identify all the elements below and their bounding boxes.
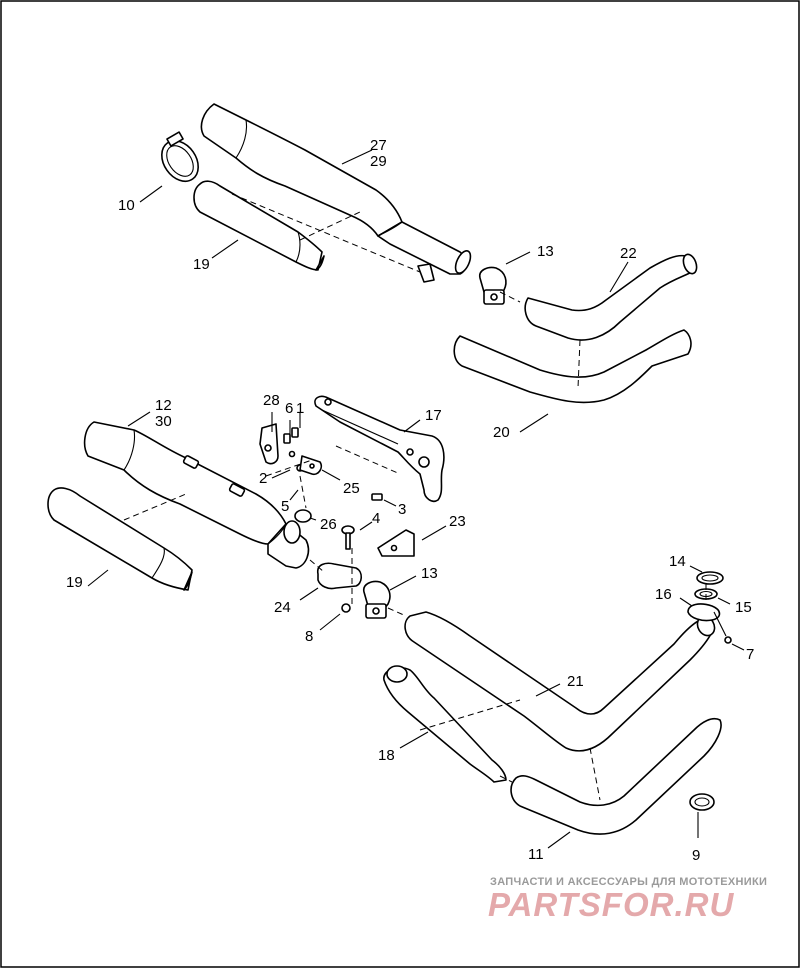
label-10: 10: [118, 197, 135, 214]
label-13-upper: 13: [537, 243, 554, 260]
label-18: 18: [378, 747, 395, 764]
label-13-lower: 13: [421, 565, 438, 582]
label-19-upper: 19: [193, 256, 210, 273]
label-24: 24: [274, 599, 291, 616]
header-pipe-lower: [404, 611, 716, 752]
label-14: 14: [669, 553, 686, 570]
label-4: 4: [372, 510, 380, 527]
small-bracket-hardware: [259, 423, 383, 501]
heat-shield-upper: [453, 329, 692, 404]
hose-clamp: [161, 131, 199, 183]
label-7: 7: [746, 646, 754, 663]
label-6: 6: [285, 400, 293, 417]
grommet-bolt: [294, 509, 355, 550]
watermark: ЗАПЧАСТИ И АКСЕССУАРЫ ДЛЯ МОТОТЕХНИКИ PA…: [488, 876, 767, 923]
label-26: 26: [320, 516, 337, 533]
lower-muffler: [83, 421, 310, 569]
label-12: 12: [155, 397, 172, 414]
label-29: 29: [370, 153, 387, 170]
lower-clamp: [362, 580, 391, 619]
watermark-logo: PARTSFOR.RU: [488, 886, 734, 923]
upper-clamp: [478, 266, 507, 305]
label-23: 23: [449, 513, 466, 530]
label-25: 25: [343, 480, 360, 497]
label-30: 30: [155, 413, 172, 430]
label-5: 5: [281, 498, 289, 515]
gasket-parts: [687, 571, 732, 644]
heat-shield-lower: [510, 717, 722, 835]
label-9: 9: [692, 847, 700, 864]
label-19-lower: 19: [66, 574, 83, 591]
upper-heat-shield: [193, 180, 325, 271]
clamp-24: [316, 562, 363, 613]
label-11: 11: [528, 846, 544, 863]
label-2: 2: [259, 470, 267, 487]
label-28: 28: [263, 392, 280, 409]
label-22: 22: [620, 245, 637, 262]
label-16: 16: [655, 586, 672, 603]
clamp-9: [689, 793, 715, 811]
label-8: 8: [305, 628, 313, 645]
label-20: 20: [493, 424, 510, 441]
saddlebag-bracket: [314, 395, 445, 503]
lower-heat-shield: [47, 487, 193, 591]
header-pipe-18: [383, 665, 507, 783]
centerlines: [123, 193, 707, 801]
label-1: 1: [296, 400, 304, 417]
watermark-tagline: ЗАПЧАСТИ И АКСЕССУАРЫ ДЛЯ МОТОТЕХНИКИ: [490, 876, 767, 888]
upper-muffler: [200, 103, 472, 283]
bracket-23: [377, 529, 415, 557]
header-pipe-upper: [524, 253, 698, 341]
leader-lines: [87, 149, 745, 849]
label-17: 17: [425, 407, 442, 424]
part-labels: 27 29 10 19 13 22 20 12 30 19 28 6 1 2 1…: [66, 137, 754, 864]
label-21: 21: [567, 673, 584, 690]
label-15: 15: [735, 599, 752, 616]
label-27: 27: [370, 137, 387, 154]
label-3: 3: [398, 501, 406, 518]
